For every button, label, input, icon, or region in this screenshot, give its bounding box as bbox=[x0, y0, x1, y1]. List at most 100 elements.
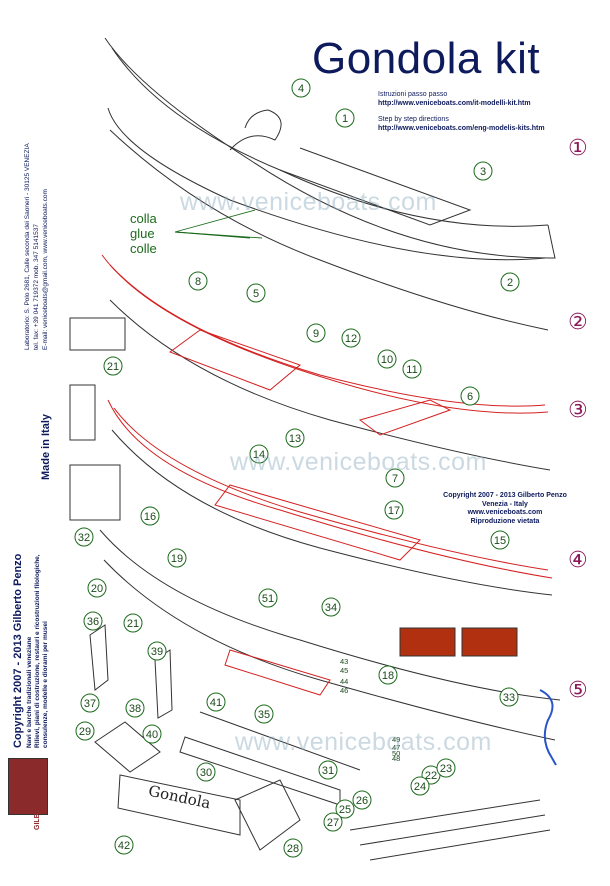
part-callout-circle bbox=[335, 108, 355, 128]
part-callout-circle bbox=[473, 161, 493, 181]
decor-panel-2 bbox=[461, 627, 518, 657]
small-part-label: 49 bbox=[392, 735, 400, 744]
part-col-1 bbox=[69, 384, 96, 441]
part-callout-circle bbox=[306, 323, 326, 343]
part-callout-circle bbox=[283, 838, 303, 858]
part-callout-label: 14 bbox=[253, 449, 265, 461]
side-address-3: E-mail: veniceboats@gmail.com, www.venic… bbox=[42, 189, 49, 350]
step-2-marker: ② bbox=[568, 310, 588, 335]
stand-board bbox=[117, 774, 241, 836]
part-callout-label: 51 bbox=[262, 593, 274, 605]
copyright-box-line4: Riproduzione vietata bbox=[470, 517, 540, 525]
small-part-label: 47 bbox=[392, 743, 400, 752]
part-callout-label: 3 bbox=[480, 166, 486, 178]
part-callout-circle bbox=[500, 272, 520, 292]
hull-step2-deck bbox=[168, 329, 301, 391]
hull-step2-frame bbox=[358, 399, 452, 436]
instructions-it-label: Istruzioni passo passo bbox=[378, 91, 448, 98]
side-desc-1: Navi e barche tradizionali veneziane bbox=[26, 636, 33, 748]
part-callout-label: 11 bbox=[406, 364, 417, 376]
part-callout-label: 28 bbox=[287, 843, 299, 855]
step-4-marker: ④ bbox=[568, 548, 588, 573]
hull-step1-keel bbox=[109, 129, 549, 331]
part-callout-circle bbox=[142, 724, 162, 744]
part-callout-circle bbox=[147, 641, 167, 661]
hull-step2-inner-red bbox=[109, 264, 546, 407]
part-callout-circle bbox=[167, 548, 187, 568]
part-callout-circle bbox=[321, 597, 341, 617]
part-callout-label: 25 bbox=[339, 804, 351, 816]
watermark-3: www.veniceboats.com bbox=[235, 728, 492, 756]
copyright-box-line1: Copyright 2007 - 2013 Gilberto Penzo bbox=[443, 492, 567, 499]
part-callout-label: 29 bbox=[79, 726, 91, 738]
hull-step1-outline bbox=[104, 37, 556, 259]
part-callout-circle bbox=[188, 271, 208, 291]
brand-logo bbox=[8, 758, 48, 815]
part-callout-circle bbox=[80, 693, 100, 713]
part-callout-circle bbox=[285, 428, 305, 448]
hull-step4-ferro-blue bbox=[539, 689, 557, 766]
stand-left bbox=[94, 721, 161, 773]
part-callout-label: 2 bbox=[507, 277, 513, 289]
side-address-2: tel. fax: +39 041 719372 mob. 347 514153… bbox=[33, 224, 40, 350]
part-21-group bbox=[69, 317, 126, 351]
part-col-2 bbox=[69, 464, 121, 521]
part-callout-label: 22 bbox=[425, 770, 437, 782]
part-callout-label: 16 bbox=[144, 511, 156, 523]
part-callout-label: 32 bbox=[78, 532, 90, 544]
leader-lines bbox=[174, 209, 263, 239]
part-callout-label: 36 bbox=[87, 616, 99, 628]
glue-leader-line bbox=[174, 209, 256, 233]
hull-step3-deck bbox=[214, 484, 421, 561]
part-callout-circle bbox=[460, 386, 480, 406]
instructions-it-url[interactable]: http://www.veniceboats.com/it-modelli-ki… bbox=[378, 100, 531, 107]
part-callout-label: 9 bbox=[313, 328, 319, 340]
forcola-row bbox=[349, 799, 551, 861]
part-callout-circle bbox=[246, 283, 266, 303]
part-callout-circle bbox=[410, 776, 430, 796]
instructions-en-label: Step by step directions bbox=[378, 116, 449, 123]
part-callout-circle bbox=[384, 500, 404, 520]
step-5-marker: ⑤ bbox=[568, 678, 588, 703]
part-callout-label: 20 bbox=[91, 583, 103, 595]
part-callout-label: 19 bbox=[171, 553, 183, 565]
part-callout-label: 40 bbox=[146, 729, 158, 741]
part-callout-label: 26 bbox=[356, 795, 368, 807]
instructions-italian: Istruzioni passo passo http://www.venice… bbox=[378, 90, 531, 108]
small-part-label: 50 bbox=[392, 749, 400, 758]
watermark-1: www.veniceboats.com bbox=[180, 188, 437, 216]
part-callout-circle bbox=[196, 762, 216, 782]
part-callout-label: 34 bbox=[325, 602, 337, 614]
part-callout-label: 15 bbox=[494, 535, 506, 547]
part-callout-label: 38 bbox=[129, 703, 141, 715]
part-callout-circle bbox=[318, 760, 338, 780]
hull-step1-deck bbox=[279, 147, 472, 226]
side-desc-2: Rilievi, piani di costruzione, restauri … bbox=[34, 554, 41, 748]
copyright-box-line2: Venezia - Italy bbox=[482, 500, 528, 508]
part-callout-circle bbox=[385, 468, 405, 488]
part-callout-label: 10 bbox=[381, 354, 393, 366]
part-callout-circle bbox=[352, 790, 372, 810]
side-made-in: Made in Italy bbox=[40, 413, 52, 480]
hull-step3-outline-red bbox=[107, 399, 553, 579]
part-callout-circle bbox=[125, 698, 145, 718]
page-title: Gondola kit bbox=[312, 34, 541, 83]
instructions-en-url[interactable]: http://www.veniceboats.com/eng-modelis-k… bbox=[378, 125, 545, 132]
part-callout-circle bbox=[436, 758, 456, 778]
part-callout-label: 7 bbox=[392, 473, 398, 485]
part-callout-circle bbox=[341, 328, 361, 348]
part-callout-label: 5 bbox=[253, 288, 259, 300]
glue-label-it: colla bbox=[130, 211, 157, 226]
glue-label-en: glue bbox=[130, 226, 155, 241]
part-callout-label: 21 bbox=[107, 361, 119, 373]
small-part-label: 45 bbox=[340, 666, 348, 675]
part-callout-label: 6 bbox=[467, 391, 473, 403]
instructions-english: Step by step directions http://www.venic… bbox=[378, 115, 545, 133]
part-callout-label: 30 bbox=[200, 767, 212, 779]
glue-label-fr: colle bbox=[130, 241, 157, 256]
part-callout-label: 24 bbox=[414, 781, 426, 793]
side-address-1: Laboratorio: S. Polo 2681, Calle seconda… bbox=[24, 143, 31, 350]
part-callout-circle bbox=[499, 687, 519, 707]
